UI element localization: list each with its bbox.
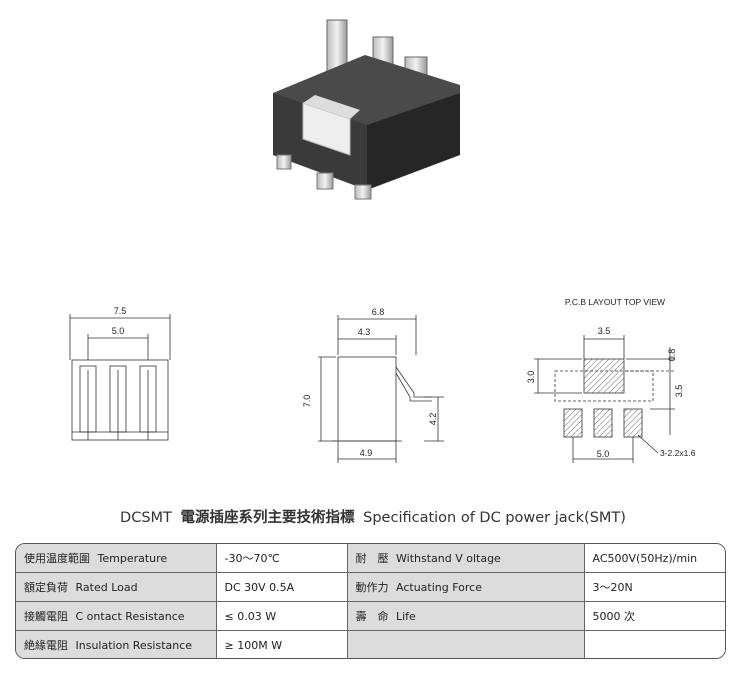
table-row: 絶緣電阻 Insulation Resistance ≥ 100M W xyxy=(16,630,725,658)
label-en: Insulation Resistance xyxy=(75,639,193,652)
pcb-pad-width: 3.5 xyxy=(598,326,611,336)
label-en: C ontact Resistance xyxy=(75,610,185,623)
label-zh: 耐 壓 xyxy=(355,552,389,565)
pcb-pad-height: 3.0 xyxy=(526,371,536,384)
param-value: ≤ 0.03 W xyxy=(215,601,348,631)
title-english: Specification of DC power jack(SMT) xyxy=(363,510,626,526)
param-value: 5000 次 xyxy=(583,601,725,631)
table-row: 額定負荷 Rated Load DC 30V 0.5A 動作力 Actuating … xyxy=(16,572,725,602)
spec-table: 使用温度範圍 Temperature -30～70℃ 耐 壓 Withstand V… xyxy=(15,543,726,659)
pcb-gap-top: 0.8 xyxy=(667,349,677,362)
label-en: Withstand V oltage xyxy=(396,552,501,565)
label-en: Life xyxy=(396,610,416,623)
label-zh: 使用温度範圍 xyxy=(24,552,90,565)
param-value: AC500V(50Hz)/min xyxy=(583,544,725,573)
label-zh: 接觸電阻 xyxy=(24,610,68,623)
value-text: ≤ 0.03 W xyxy=(224,609,277,623)
side-top-total: 6.8 xyxy=(372,307,385,317)
param-value xyxy=(583,630,725,658)
param-value: -30～70℃ xyxy=(215,544,348,573)
product-photo xyxy=(273,19,460,200)
title-code: DCSMT xyxy=(120,510,172,526)
side-bottom: 4.9 xyxy=(360,448,373,458)
pcb-spacing: 3.5 xyxy=(674,385,684,398)
param-label xyxy=(346,630,585,658)
value-text: AC500V(50Hz)/min xyxy=(592,551,698,565)
side-view-drawing: 6.8 4.3 7.0 4.2 4.9 xyxy=(302,307,444,463)
front-width-inner: 5.0 xyxy=(112,326,125,336)
front-width-outer: 7.5 xyxy=(114,306,127,316)
table-row: 接觸電阻 C ontact Resistance ≤ 0.03 W 壽 命 Life… xyxy=(16,601,725,631)
param-label: 額定負荷 Rated Load xyxy=(16,572,217,602)
label-en: Rated Load xyxy=(75,581,138,594)
value-text: DC 30V 0.5A xyxy=(224,580,295,594)
label-zh: 額定負荷 xyxy=(24,581,68,594)
param-value: ≥ 100M W xyxy=(215,630,348,658)
value-text: 5000 次 xyxy=(592,610,636,623)
value-text: 3～20N xyxy=(592,581,633,594)
label-en: Actuating Force xyxy=(396,581,482,594)
label-en: Temperature xyxy=(97,552,168,565)
param-label: 絶緣電阻 Insulation Resistance xyxy=(16,630,217,658)
title-chinese: 電源插座系列主要技術指標 xyxy=(180,510,355,526)
side-pin-height: 4.2 xyxy=(428,413,438,426)
param-label: 動作力 Actuating Force xyxy=(346,572,585,602)
label-zh: 絶緣電阻 xyxy=(24,639,68,652)
front-view-drawing: 7.5 5.0 xyxy=(69,306,171,441)
pcb-layout-drawing: P.C.B LAYOUT TOP VIEW 3.5 0.8 3.0 3.5 5.… xyxy=(526,297,696,463)
param-label: 使用温度範圍 Temperature xyxy=(16,544,217,573)
param-value: DC 30V 0.5A xyxy=(215,572,348,602)
pcb-pad-note: 3-2.2x1.6 xyxy=(660,448,696,458)
side-height: 7.0 xyxy=(302,395,312,408)
label-zh: 動作力 xyxy=(355,581,389,594)
value-text: ≥ 100M W xyxy=(224,638,283,652)
pcb-heading: P.C.B LAYOUT TOP VIEW xyxy=(565,297,665,307)
param-label: 壽 命 Life xyxy=(346,601,585,631)
side-top-inner: 4.3 xyxy=(358,327,371,337)
param-value: 3～20N xyxy=(583,572,725,602)
param-label: 耐 壓 Withstand V oltage xyxy=(346,544,585,573)
value-text: -30～70℃ xyxy=(224,552,280,565)
param-label: 接觸電阻 C ontact Resistance xyxy=(16,601,217,631)
pcb-pitch: 5.0 xyxy=(597,449,610,459)
label-zh: 壽 命 xyxy=(355,610,389,623)
spec-title: DCSMT 電源插座系列主要技術指標 Specification of DC p… xyxy=(0,506,746,527)
table-row: 使用温度範圍 Temperature -30～70℃ 耐 壓 Withstand V… xyxy=(16,544,725,573)
